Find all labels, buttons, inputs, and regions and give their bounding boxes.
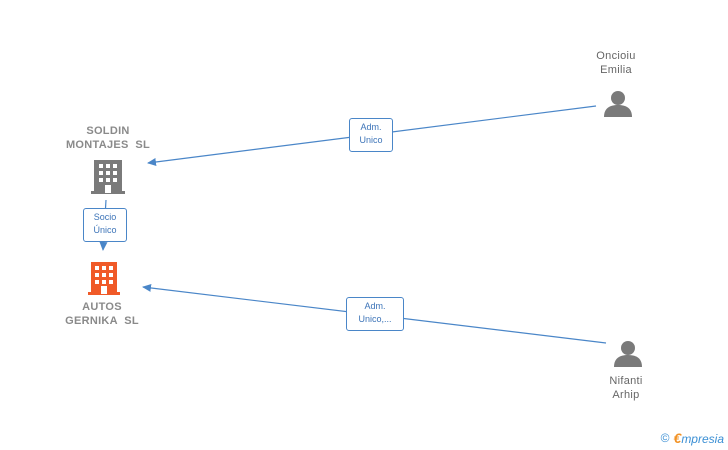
node-label-line: AUTOS	[82, 301, 122, 313]
edge-label-line: Socio	[93, 212, 117, 222]
edge-label-line: Adm.	[360, 122, 382, 132]
person-icon[interactable]	[604, 91, 632, 117]
edge-label-line: Único	[93, 225, 117, 235]
node-label-line: Nifanti	[609, 375, 643, 387]
node-label-line: SOLDIN	[86, 125, 130, 137]
copyright-icon: ©	[660, 431, 670, 445]
person-icon[interactable]	[614, 341, 642, 367]
edge-label-nifanti-autos[interactable]: Adm. Unico,...	[346, 297, 404, 331]
brand-logo: €mpresia	[674, 430, 724, 446]
node-label-autos[interactable]: AUTOS GERNIKA SL	[50, 300, 154, 328]
node-label-line: MONTAJES SL	[65, 139, 151, 151]
node-label-line: Emilia	[600, 64, 632, 76]
building-icon[interactable]	[91, 160, 125, 194]
node-label-soldin[interactable]: SOLDIN MONTAJES SL	[56, 124, 160, 152]
edge-label-line: Adm.	[364, 301, 386, 311]
node-label-line: GERNIKA SL	[65, 315, 139, 327]
edge-label-line: Unico	[359, 135, 383, 145]
node-label-line: Arhip	[612, 389, 640, 401]
node-label-oncioiu[interactable]: Oncioiu Emilia	[576, 49, 656, 77]
edge-label-line: Unico,...	[358, 314, 392, 324]
node-label-line: Oncioiu	[596, 50, 636, 62]
brand-initial: €	[673, 430, 682, 446]
brand-footer: © €mpresia	[661, 430, 724, 446]
building-icon-focus[interactable]	[88, 262, 120, 295]
node-label-nifanti[interactable]: Nifanti Arhip	[586, 374, 666, 402]
edge-label-soldin-autos[interactable]: Socio Único	[83, 208, 127, 242]
brand-name: mpresia	[681, 432, 724, 446]
edge-label-oncioiu-soldin[interactable]: Adm. Unico	[349, 118, 393, 152]
